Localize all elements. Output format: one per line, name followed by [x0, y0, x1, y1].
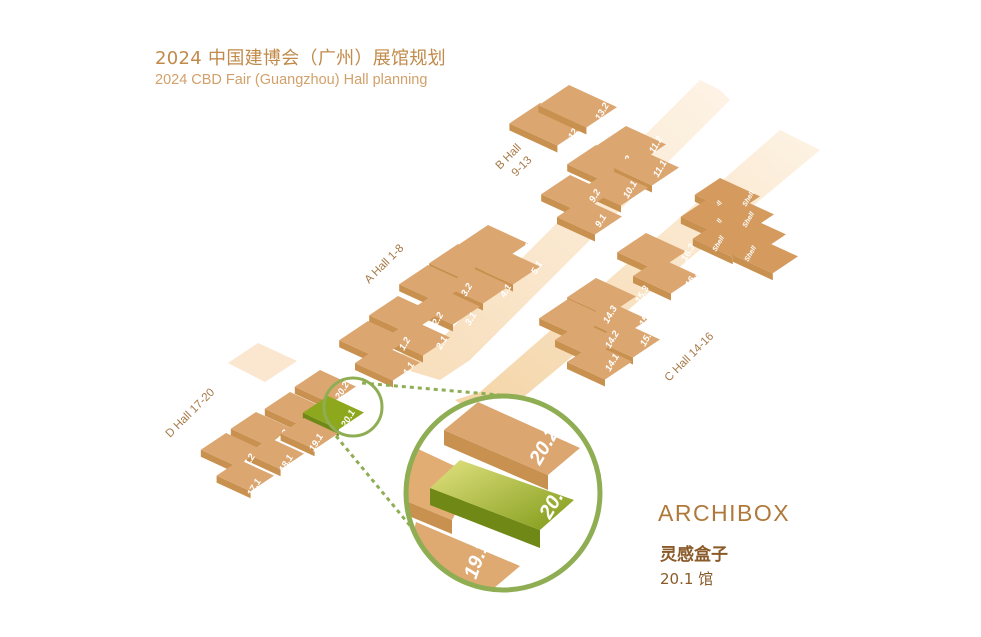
brand-hall-number: 20.1 馆: [660, 570, 714, 588]
zoom-pavilion-side: [430, 488, 540, 548]
pavilion-top: [583, 170, 648, 206]
pavilion-top: [200, 433, 262, 467]
zoom-pavilion-top: [430, 460, 574, 530]
pavilion-side: [567, 362, 605, 387]
pavilion-top: [294, 370, 356, 404]
pavilion-top: [475, 249, 540, 285]
pavilion-top: [595, 322, 660, 358]
zoom-pavilion-top: [444, 402, 580, 475]
pavilion-top: [216, 460, 274, 492]
pavilion-top: [230, 412, 292, 446]
pavilion-top: [732, 238, 798, 274]
pavilion-top: [617, 233, 686, 271]
pavilion-top: [633, 258, 698, 294]
pavilion-p1-1[interactable]: 1.1: [355, 345, 420, 388]
pavilion-side: [557, 217, 595, 242]
zoom-connector-top: [361, 381, 501, 397]
pavilion-side: [509, 123, 558, 153]
pavilion-p17-2[interactable]: 17.2: [200, 433, 262, 474]
pavilion-top: [720, 216, 786, 252]
zone-label-d: D Hall 17-20: [164, 386, 218, 440]
pavilion-sh6[interactable]: Shell: [732, 238, 798, 281]
pavilion-sh5[interactable]: Shell: [692, 222, 758, 265]
brand-name: ARCHIBOX: [658, 500, 791, 526]
pavilion-top: [567, 344, 632, 380]
pavilion-top: [692, 222, 758, 258]
pavilion-side: [692, 238, 733, 265]
zoom-pavilion-side: [444, 430, 548, 490]
empty-plot: [228, 343, 297, 382]
page-title: 2024 中国建博会（广州）展馆规划: [155, 48, 446, 69]
zoom-inset: 20.219.220.119.1: [406, 396, 600, 590]
zoom-pavilion-z20-2[interactable]: 20.2: [444, 402, 580, 490]
pavilion-top: [614, 150, 679, 186]
pavilion-p14-1[interactable]: 14.1: [567, 344, 632, 387]
zone-label-a: A Hall 1-8: [363, 242, 407, 286]
pavilion-side: [200, 449, 237, 474]
pavilion-top: [680, 200, 746, 236]
pavilion-top: [246, 438, 304, 470]
pavilion-side: [538, 105, 587, 135]
pavilion-top: [385, 320, 450, 356]
pavilion-p9-1[interactable]: 9.1: [557, 199, 622, 242]
zoom-pavilion-side: [406, 500, 452, 534]
brand-name-cn: 灵感盒子: [660, 545, 728, 565]
pavilion-side: [246, 453, 281, 477]
page-subtitle: 2024 CBD Fair (Guangzhou) Hall planning: [155, 72, 428, 88]
pavilion-top: [355, 345, 420, 381]
zone-label-c: C Hall 14-16: [663, 330, 717, 384]
pavilion-top: [557, 199, 622, 235]
pavilion-side: [280, 433, 315, 457]
pavilion-side: [633, 276, 671, 301]
pavilion-top: [509, 103, 588, 146]
zoom-inset-ring: [403, 393, 603, 593]
pavilion-side: [216, 475, 251, 499]
pavilion-side: [732, 254, 773, 281]
pavilion-top: [445, 268, 510, 304]
pavilion-side: [355, 363, 393, 388]
pavilion-top: [280, 418, 338, 450]
pavilion-top: [302, 396, 364, 430]
pavilion-top: [538, 85, 617, 128]
pavilion-label: 15.2: [637, 306, 656, 328]
zoom-circle-icon: [322, 376, 384, 438]
pavilion-top: [415, 289, 480, 325]
